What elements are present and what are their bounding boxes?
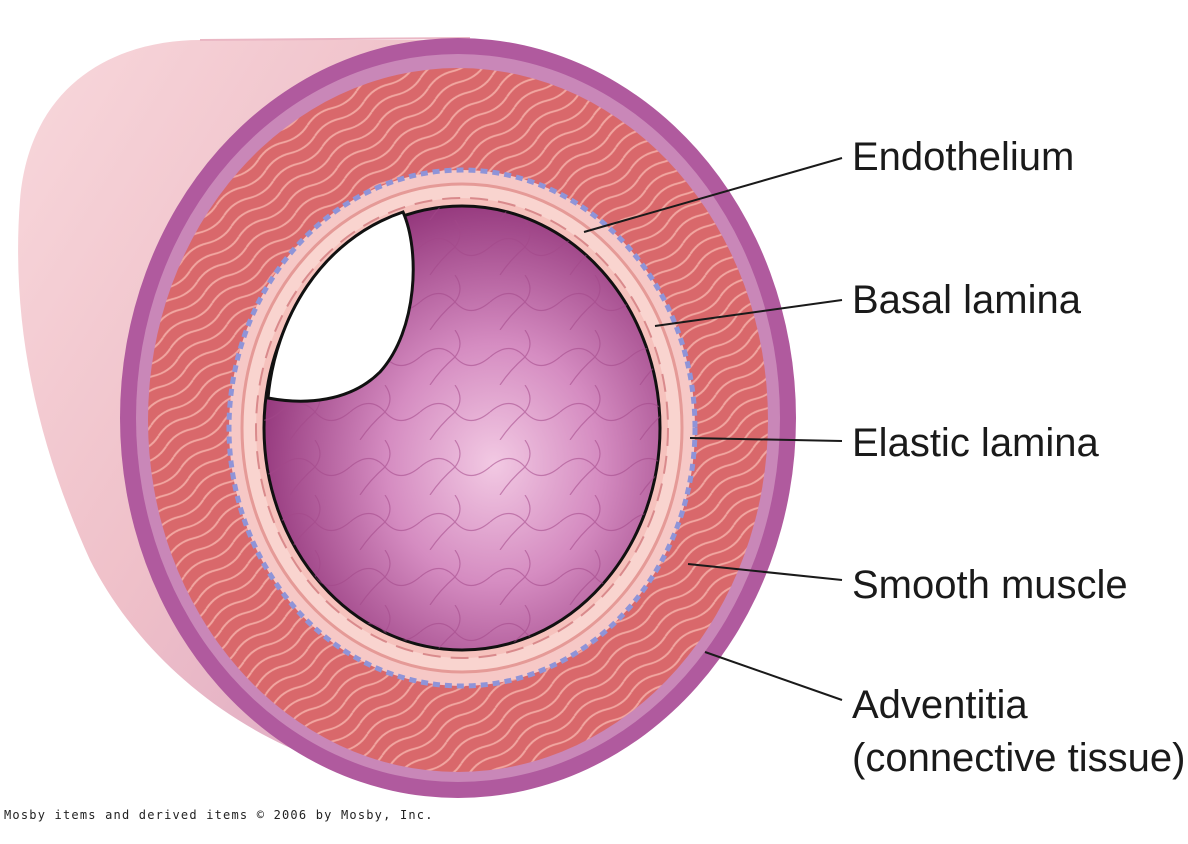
vessel-tube-body bbox=[18, 40, 460, 770]
label-elastic-lamina: Elastic lamina bbox=[852, 421, 1099, 465]
leader-elastic-lamina bbox=[689, 437, 843, 442]
lumen-opening bbox=[266, 210, 415, 403]
label-basal-lamina: Basal lamina bbox=[852, 278, 1082, 322]
label-adventitia-subtitle: (connective tissue) bbox=[852, 736, 1186, 780]
leader-endothelium bbox=[583, 157, 843, 233]
copyright-credit: Mosby items and derived items © 2006 by … bbox=[4, 808, 434, 822]
label-endothelium: Endothelium bbox=[852, 135, 1075, 179]
leader-basal-lamina bbox=[654, 299, 843, 327]
leader-adventitia bbox=[704, 651, 843, 701]
leader-smooth-muscle bbox=[687, 563, 843, 581]
label-smooth-muscle: Smooth muscle bbox=[852, 563, 1128, 607]
label-adventitia: Adventitia bbox=[852, 683, 1028, 727]
